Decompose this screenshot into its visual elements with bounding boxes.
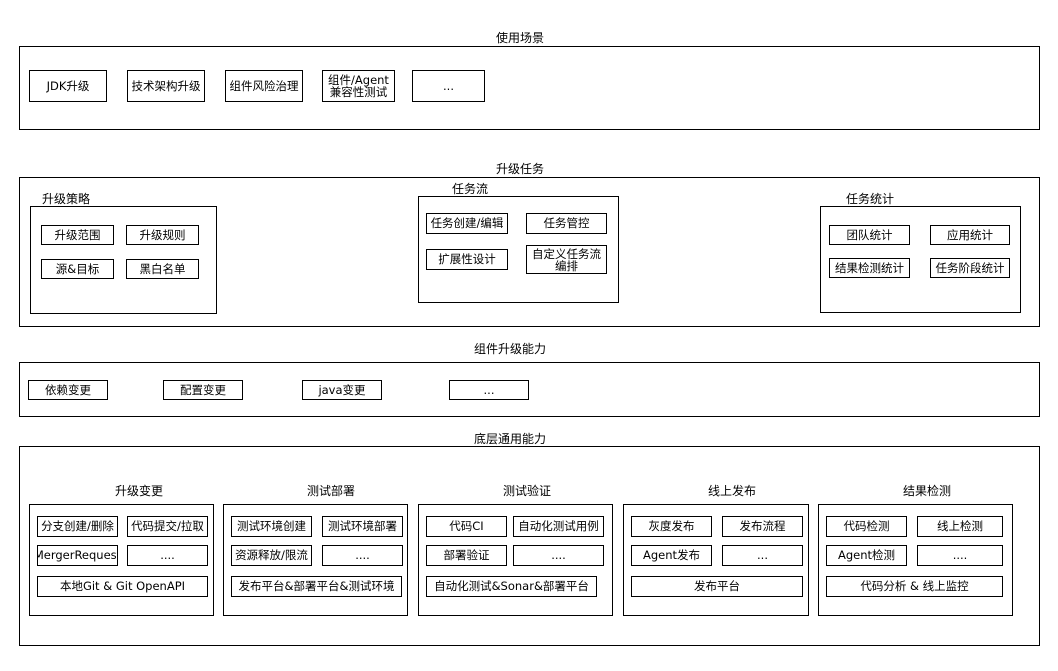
task-flow-title: 任务流: [451, 182, 488, 196]
task-stats-title: 任务统计: [845, 192, 894, 206]
resource-release-throttle: 资源释放/限流: [231, 545, 312, 566]
component-config-change: 配置变更: [163, 380, 243, 400]
online-release-more: ...: [722, 545, 803, 566]
scenario-component-risk: 组件风险治理: [225, 70, 303, 102]
deploy-verification: 部署验证: [426, 545, 507, 566]
stats-result-detection: 结果检测统计: [829, 258, 910, 278]
local-git-openapi: 本地Git & Git OpenAPI: [37, 576, 208, 597]
test-env-deploy: 测试环境部署: [322, 516, 403, 537]
group-result-detection-title: 结果检测: [902, 484, 951, 498]
strategy-title: 升级策略: [42, 192, 91, 206]
component-more: ...: [449, 380, 529, 400]
code-ci: 代码CI: [426, 516, 507, 537]
task-flow-control: 任务管控: [526, 213, 607, 234]
component-upgrade-panel: [19, 362, 1040, 417]
component-java-change: java变更: [302, 380, 382, 400]
code-commit-pull: 代码提交/拉取: [127, 516, 208, 537]
stats-application: 应用统计: [930, 225, 1010, 245]
component-dependency-change: 依赖变更: [28, 380, 108, 400]
stats-team: 团队统计: [829, 225, 910, 245]
scenario-more: ...: [412, 70, 485, 102]
test-env-create: 测试环境创建: [231, 516, 312, 537]
usage-scenarios-title: 使用场景: [495, 31, 544, 45]
task-flow-extensibility: 扩展性设计: [426, 249, 508, 270]
release-platform: 发布平台: [631, 576, 803, 597]
result-detection-more: ....: [917, 545, 1003, 566]
online-detection: 线上检测: [917, 516, 1003, 537]
automated-test-cases: 自动化测试用例: [513, 516, 604, 537]
group-upgrade-change-title: 升级变更: [114, 484, 163, 498]
upgrade-change-more: ....: [127, 545, 208, 566]
strategy-blackwhite-list: 黑白名单: [126, 259, 199, 279]
upgrade-tasks-title: 升级任务: [495, 162, 544, 176]
base-capabilities-title: 底层通用能力: [473, 432, 546, 446]
strategy-scope: 升级范围: [41, 225, 114, 245]
group-test-deploy-title: 测试部署: [306, 484, 355, 498]
test-deploy-more: ....: [322, 545, 403, 566]
agent-release: Agent发布: [631, 545, 712, 566]
autotest-sonar-deploy-platform: 自动化测试&Sonar&部署平台: [426, 576, 597, 597]
agent-detection: Agent检测: [826, 545, 907, 566]
group-online-release-title: 线上发布: [707, 484, 756, 498]
scenario-jdk-upgrade: JDK升级: [29, 70, 107, 102]
group-test-verify-title: 测试验证: [502, 484, 551, 498]
stats-task-stage: 任务阶段统计: [930, 258, 1010, 278]
code-detection: 代码检测: [826, 516, 907, 537]
scenario-compat-test: 组件/Agent 兼容性测试: [322, 70, 395, 102]
release-deploy-test-platforms: 发布平台&部署平台&测试环境: [231, 576, 402, 597]
canary-release: 灰度发布: [631, 516, 712, 537]
component-upgrade-title: 组件升级能力: [473, 342, 546, 356]
code-analysis-online-monitoring: 代码分析 & 线上监控: [826, 576, 1003, 597]
release-process: 发布流程: [722, 516, 803, 537]
task-flow-create-edit: 任务创建/编辑: [426, 213, 508, 234]
branch-create-delete: 分支创建/删除: [37, 516, 118, 537]
strategy-rules: 升级规则: [126, 225, 199, 245]
task-flow-custom-orchestration: 自定义任务流 编排: [526, 245, 607, 274]
test-verify-more: ....: [513, 545, 604, 566]
scenario-architecture-upgrade: 技术架构升级: [127, 70, 205, 102]
strategy-source-target: 源&目标: [41, 259, 114, 279]
merge-request: MergerRequest: [37, 545, 118, 566]
